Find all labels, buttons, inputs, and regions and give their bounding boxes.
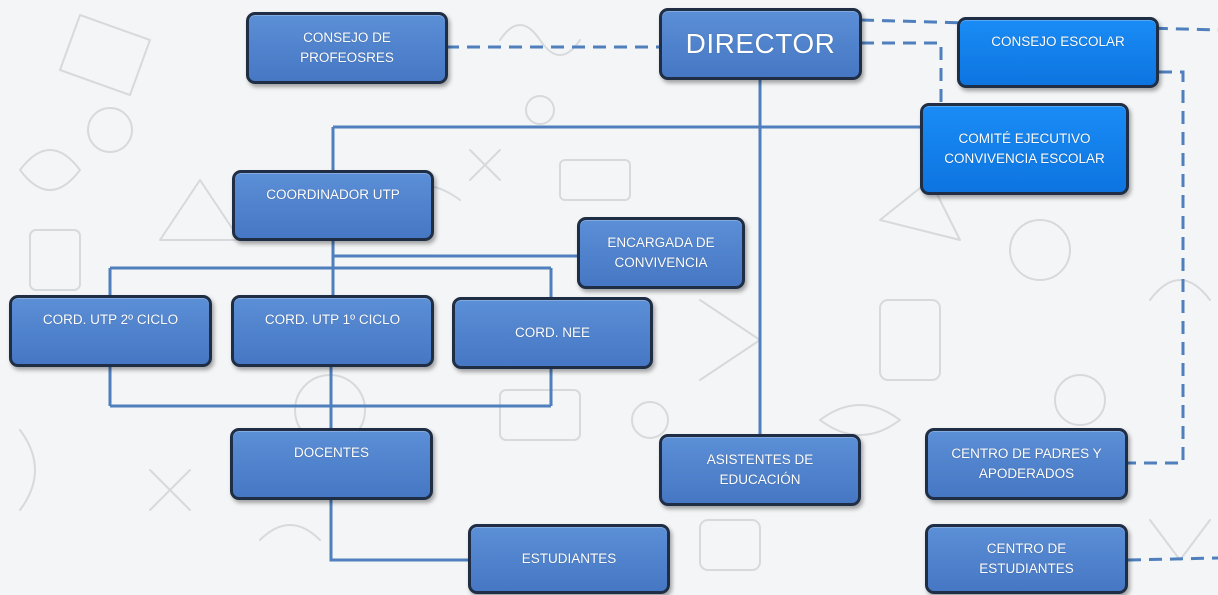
dashed-director-comite (861, 41, 943, 103)
dashed-escolar-padres (1127, 70, 1185, 465)
node-centro-estudiantes: CENTRO DE ESTUDIANTES (925, 524, 1128, 594)
node-cord-utp-1-ciclo: CORD. UTP 1º CICLO (231, 295, 434, 367)
node-director: DIRECTOR (659, 8, 862, 80)
node-encargada-convivencia: ENCARGADA DE CONVIVENCIA (577, 217, 745, 289)
node-centro-padres: CENTRO DE PADRES Y APODERADOS (925, 428, 1128, 500)
node-docentes: DOCENTES (230, 428, 433, 500)
node-consejo-escolar: CONSEJO ESCOLAR (957, 17, 1159, 88)
node-estudiantes: ESTUDIANTES (468, 524, 670, 594)
dashed-centro-estudiantes (1127, 556, 1218, 562)
node-comite-ejecutivo: COMITÉ EJECUTIVO CONVIVENCIA ESCOLAR (920, 103, 1129, 195)
node-cord-utp-2-ciclo: CORD. UTP 2º CICLO (9, 295, 212, 367)
node-consejo-profesores: CONSEJO DE PROFEOSRES (246, 12, 448, 84)
node-asistentes-educacion: ASISTENTES DE EDUCACIÓN (659, 434, 861, 506)
node-coordinador-utp: COORDINADOR UTP (232, 170, 434, 241)
node-cord-nee: CORD. NEE (452, 297, 653, 369)
connector-docentes-estudiantes (329, 498, 470, 562)
